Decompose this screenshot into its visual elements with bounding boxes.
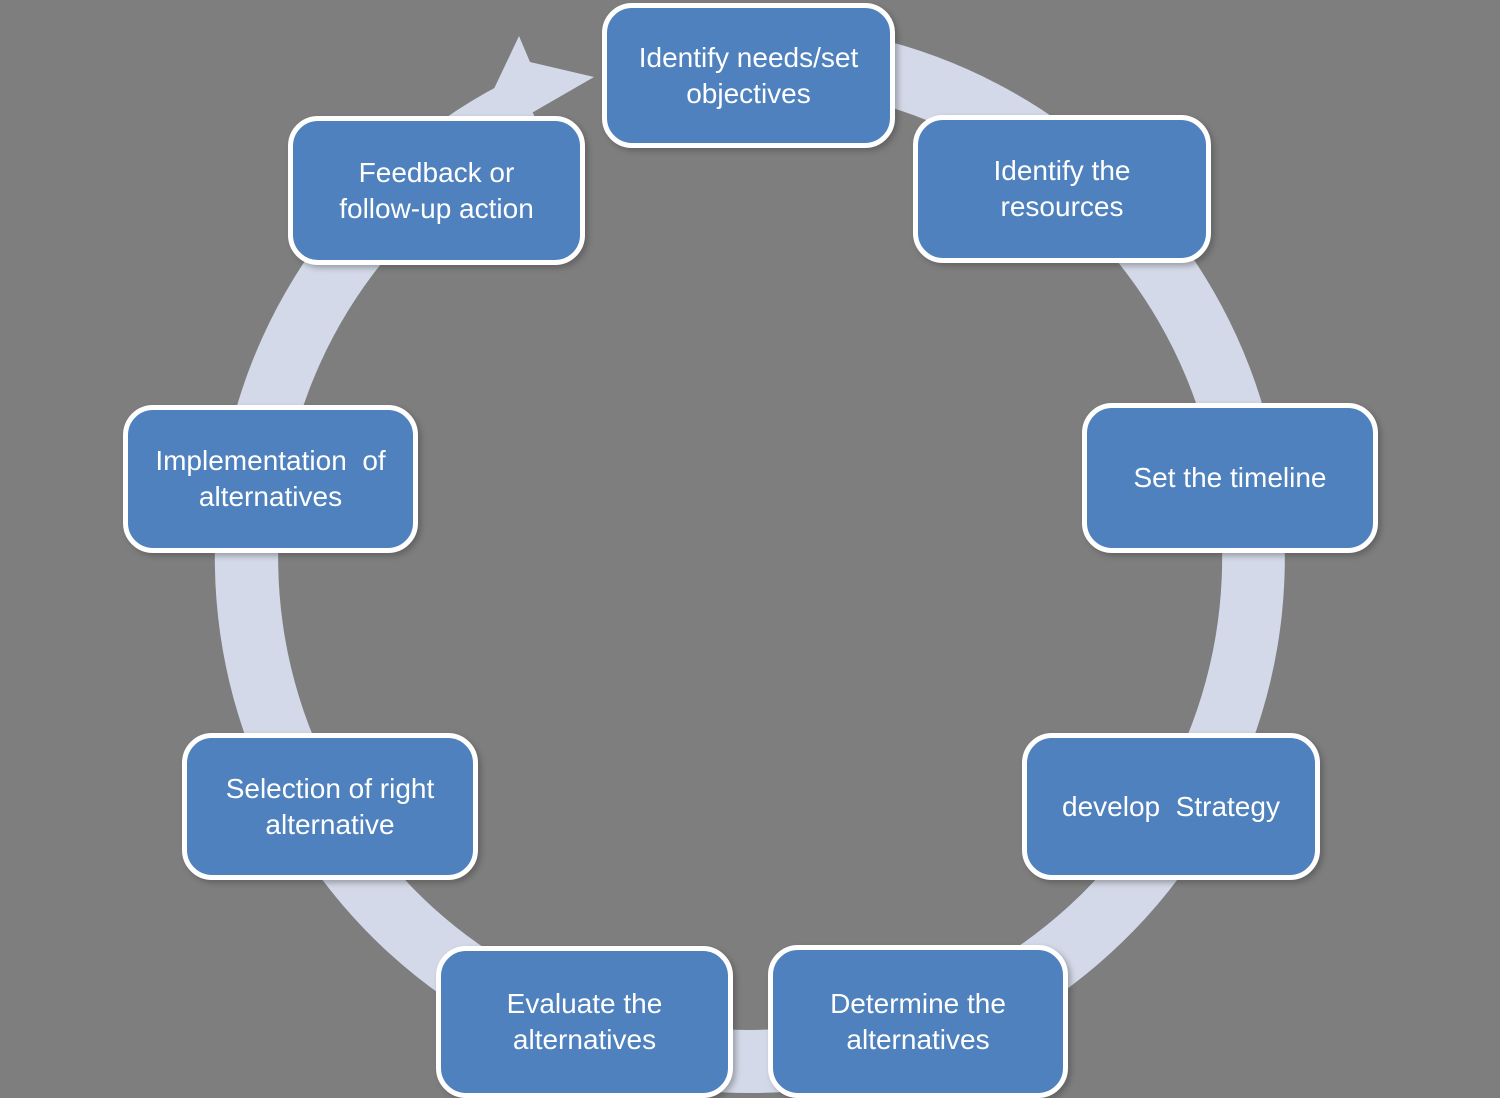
step-label-line: objectives (686, 77, 811, 109)
step-label-line: Implementation of (155, 445, 386, 476)
step-label-line: Set the timeline (1133, 462, 1327, 493)
cycle-step-implementation-alternatives: Implementation of alternatives (123, 405, 418, 553)
cycle-step-develop-strategy: develop Strategy (1022, 733, 1320, 880)
step-label-line: develop Strategy (1062, 790, 1280, 822)
step-label-line: Selection of right (225, 772, 435, 804)
step-label-line: resources (1000, 191, 1124, 222)
step-label-line: Evaluate the (506, 988, 663, 1019)
cycle-step-set-timeline: Set the timeline (1082, 403, 1378, 553)
cycle-step-identify-resources: Identify the resources (913, 115, 1211, 263)
cycle-step-evaluate-alternatives: Evaluate the alternatives (436, 946, 733, 1098)
step-label-line: alternatives (198, 481, 343, 512)
step-label-line: alternatives (512, 1024, 657, 1055)
step-label-line: alternatives (846, 1023, 990, 1055)
step-label-line: follow-up action (339, 192, 534, 224)
step-label-line: Identify needs/set (638, 41, 859, 73)
step-label-line: alternative (265, 808, 395, 840)
cycle-step-identify-needs: Identify needs/set objectives (602, 3, 895, 148)
step-label-line: Identify the (993, 155, 1131, 186)
step-label-line: Determine the (830, 987, 1006, 1019)
cycle-step-feedback-followup: Feedback or follow-up action (288, 116, 585, 265)
step-label-line: Feedback or (358, 156, 515, 188)
cycle-step-selection-right-alternative: Selection of right alternative (182, 733, 478, 880)
cycle-step-determine-alternatives: Determine the alternatives (768, 945, 1068, 1098)
